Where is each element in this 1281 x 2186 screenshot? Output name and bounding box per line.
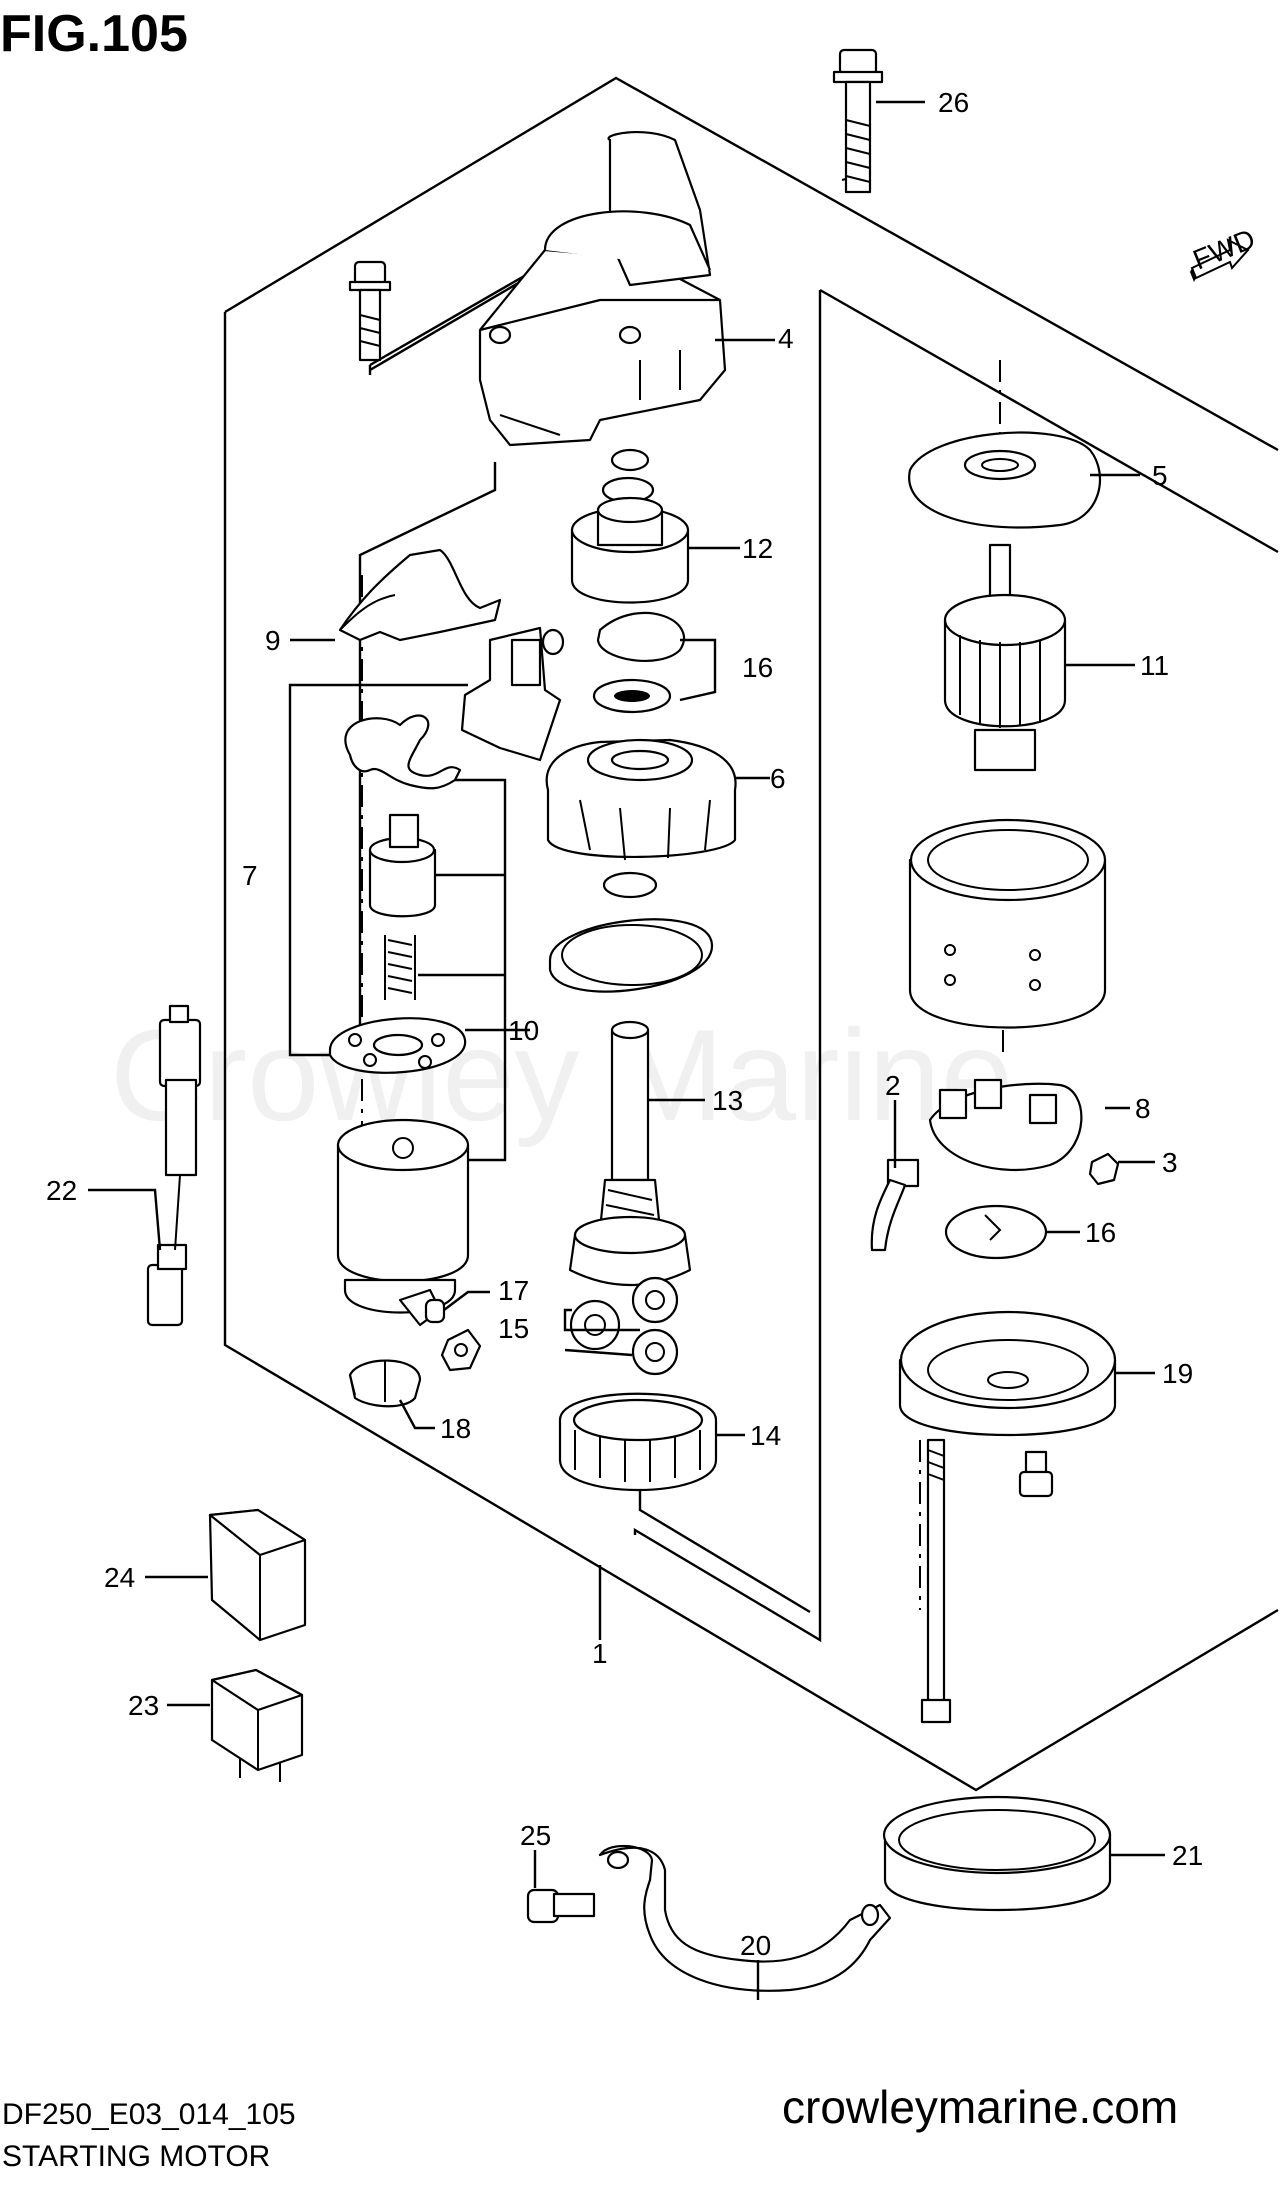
- part-26-bolt[interactable]: [832, 48, 884, 194]
- part-yoke: [908, 818, 1107, 1029]
- callout-10: 10: [508, 1015, 539, 1046]
- part-21-band[interactable]: [882, 1795, 1112, 1912]
- leader-lines: [88, 100, 1165, 2000]
- assembly-box: [223, 76, 1279, 1792]
- part-8-brush-holder[interactable]: [928, 1078, 1083, 1172]
- callout-19: 19: [1162, 1358, 1193, 1389]
- callout-numbers: 26 4 5 11 12 16 6 9 7 10 13 15 14 17 18 …: [46, 87, 1203, 1961]
- part-18-clip[interactable]: [348, 1359, 422, 1408]
- part-10-plunger[interactable]: [368, 813, 437, 1000]
- part-10-solenoid-body[interactable]: [336, 1118, 470, 1314]
- callout-22: 22: [46, 1175, 77, 1206]
- small-bolt: [1018, 1450, 1054, 1498]
- callout-21: 21: [1172, 1840, 1203, 1871]
- callout-4: 4: [778, 323, 794, 354]
- callout-17: 17: [498, 1275, 529, 1306]
- callout-18: 18: [440, 1413, 471, 1444]
- part-13-shaft[interactable]: [568, 1020, 692, 1287]
- callout-25: 25: [520, 1820, 551, 1851]
- part-6-plate: [548, 871, 714, 993]
- part-24-relay[interactable]: [208, 1508, 307, 1642]
- diagram-caption: STARTING MOTOR: [2, 2140, 271, 2173]
- callout-2: 2: [885, 1070, 901, 1101]
- callout-9: 9: [265, 625, 281, 656]
- callout-3: 3: [1162, 1147, 1178, 1178]
- callout-1: 1: [592, 1638, 608, 1669]
- figure-title: FIG.105: [0, 5, 188, 63]
- part-7-solenoid-cap[interactable]: [460, 626, 565, 762]
- callout-20: 20: [740, 1930, 771, 1961]
- callout-12: 12: [742, 533, 773, 564]
- part-4-housing[interactable]: [478, 130, 727, 447]
- part-4-bolt: [348, 260, 392, 362]
- part-5-plate[interactable]: [908, 431, 1102, 529]
- part-23-relay[interactable]: [210, 1668, 304, 1782]
- part-9-fork[interactable]: [338, 548, 502, 642]
- part-16-circlip[interactable]: [592, 612, 686, 714]
- part-17-nut: [440, 1328, 482, 1372]
- part-20-strap[interactable]: [598, 1844, 892, 1992]
- site-watermark-text: crowleymarine.com: [782, 2081, 1179, 2133]
- part-11-armature[interactable]: [943, 543, 1067, 772]
- part-2-lead[interactable]: [870, 1158, 920, 1252]
- callout-23: 23: [128, 1690, 159, 1721]
- part-17-terminal[interactable]: [398, 1288, 446, 1327]
- part-14-ring-gear[interactable]: [558, 1392, 718, 1492]
- callout-16-lower: 16: [1085, 1217, 1116, 1248]
- watermark: Crowley Marine: [110, 1002, 1014, 1148]
- part-10-gasket: [328, 1017, 467, 1074]
- callout-14: 14: [750, 1420, 781, 1451]
- callout-5: 5: [1152, 460, 1168, 491]
- part-19-end-cap[interactable]: [898, 1310, 1117, 1437]
- callout-13: 13: [712, 1085, 743, 1116]
- part-22-harness[interactable]: [146, 1004, 202, 1327]
- callout-26: 26: [938, 87, 969, 118]
- part-25-bolt[interactable]: [526, 1888, 596, 1924]
- part-15-gears[interactable]: [569, 1276, 679, 1376]
- callout-11: 11: [1140, 650, 1169, 681]
- part-16-washer[interactable]: [944, 1204, 1048, 1260]
- through-bolt: [920, 1438, 952, 1724]
- part-12-pinion[interactable]: [570, 448, 690, 604]
- part-6-cover[interactable]: [545, 738, 737, 861]
- callout-6: 6: [770, 763, 786, 794]
- part-3-nut[interactable]: [1088, 1152, 1120, 1186]
- part-7-spring-wire: [344, 714, 462, 790]
- callout-7: 7: [242, 860, 258, 891]
- callout-8: 8: [1135, 1093, 1151, 1124]
- callout-16-upper: 16: [742, 652, 773, 683]
- fwd-arrow-icon: FWD: [1189, 223, 1260, 282]
- model-code: DF250_E03_014_105: [2, 2098, 296, 2131]
- callout-15: 15: [498, 1313, 529, 1344]
- callout-24: 24: [104, 1562, 135, 1593]
- fwd-label: FWD: [1189, 223, 1260, 276]
